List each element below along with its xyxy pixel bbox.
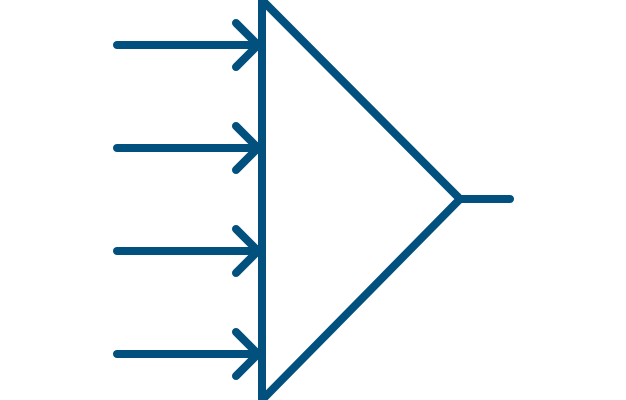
triangle-block	[258, 0, 466, 400]
input-arrow-1	[113, 19, 264, 71]
input-arrow-3	[113, 225, 264, 277]
input-arrow-4	[113, 328, 264, 380]
input-arrow-2	[113, 122, 264, 174]
